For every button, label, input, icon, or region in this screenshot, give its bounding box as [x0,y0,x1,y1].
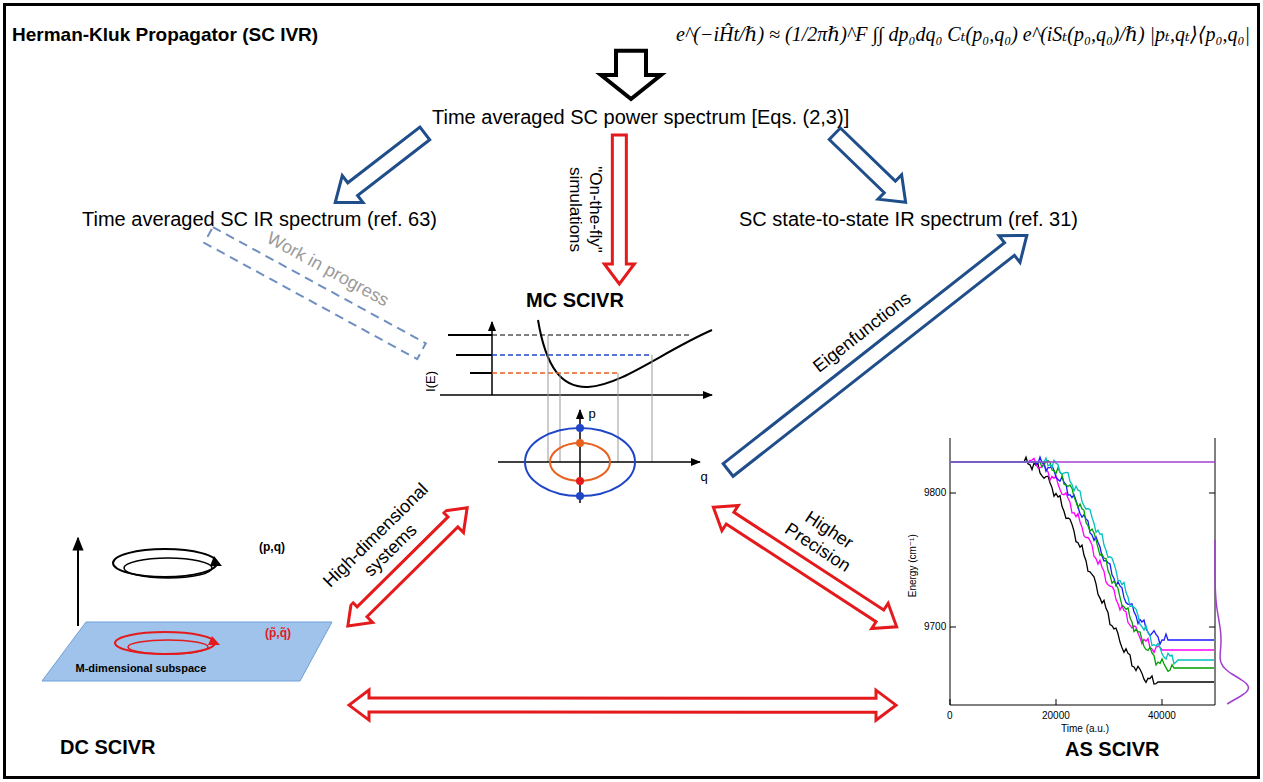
energy-distribution [1215,540,1248,704]
projected-trajectory [115,632,215,654]
hollow-arrow [713,506,896,629]
energy-curve [950,457,1214,684]
tick [1056,699,1057,705]
spectrum-peak [456,354,492,356]
method-panel: MC SCIVR [425,288,725,505]
axis-label: 9800 [924,487,946,499]
projection-line [548,335,549,462]
energy-level [492,372,618,374]
intensity-axis [440,394,712,396]
energy-level [492,354,652,356]
phase-orbit [525,428,635,496]
trajectory-arrow [210,556,222,566]
axis-label: 0 [947,710,953,722]
figure-label: I(E) [424,370,439,391]
node-heading: DC SCIVR [60,735,156,759]
hollow-arrow [348,508,467,626]
full-trajectory [124,558,212,578]
hollow-arrow [335,127,429,202]
edge-label: High-dimensional systems [308,468,458,617]
orbit-point [576,424,584,432]
energy-axis [491,322,493,395]
energy-curve [950,460,1214,671]
tick [1209,627,1215,628]
hollow-arrow [349,690,896,720]
axis-label: Energy (cm⁻¹) [906,534,918,597]
hollow-arrow [723,235,1027,476]
hollow-arrow [829,128,905,202]
projected-trajectory [128,640,208,654]
edge-label: Work in progress [263,228,392,311]
edge-label: "On-the-fly" simulations [566,157,605,262]
node-heading: Time averaged SC IR spectrum (ref. 63) [82,207,437,231]
orbit-point [576,477,584,485]
trajectory-arrow [208,636,220,645]
energy-curves [950,457,1248,704]
energy-curve [950,457,1214,644]
text-node: Herman-Kluk Propagator (SC IVR) e^(−iĤt/ℏ… [12,22,1250,47]
hollow-arrow [601,51,661,99]
initial-level [950,461,1215,463]
edge-label: Eigenfunctions [809,288,915,377]
phase-orbit [550,443,610,481]
node-heading: Time averaged SC power spectrum [Eqs. (2… [432,105,849,129]
tick [1209,493,1215,494]
energy-curve [950,458,1214,652]
dashed-arrow [204,227,426,359]
spectrum-peak [448,334,492,336]
orbit-point [576,492,584,500]
tick [1162,699,1163,705]
node-formula: e^(−iĤt/ℏ) ≈ (1/2πℏ)^F ∫∫ dp₀dq₀ Cₜ(p₀,q… [676,22,1250,46]
axis-label: 9700 [924,621,946,633]
position-axis [498,461,700,463]
axis-label: 40000 [1148,710,1176,722]
energy-curve [950,458,1214,664]
spectrum-peak [470,372,492,374]
tick [950,493,956,494]
plot-axis [950,438,951,705]
node-heading: MC SCIVR [526,288,624,312]
axis-label: 20000 [1042,710,1070,722]
as-plot [950,438,1215,705]
plot-axis [950,705,1215,706]
method-panel: DC SCIVR [35,530,345,765]
tick [950,627,956,628]
figure-label: M-dimensional subspace [76,662,207,675]
edge-label: Higher Precision [773,495,875,582]
energy-level [492,335,690,336]
text-node: Time averaged SC IR spectrum (ref. 63) [78,205,441,233]
projection-line [652,355,653,462]
orbit-point [576,439,584,447]
figure-label: q [701,470,708,485]
potential-curve [538,320,712,387]
subspace-plane [42,622,332,681]
hollow-arrow [604,135,634,284]
mc-illustration [440,320,712,503]
figure-label: p [589,407,596,422]
momentum-axis [579,410,581,503]
figure-label: (p̃,q̃) [265,627,291,641]
node-heading: Herman-Kluk Propagator (SC IVR) [12,24,318,47]
full-trajectory [113,549,217,577]
dc-illustration [42,538,332,681]
method-panel: AS SCIVR [900,425,1255,765]
axis-label: Time (a.u.) [1061,723,1109,735]
text-node: SC state-to-state IR spectrum (ref. 31) [735,205,1082,233]
tick [950,699,951,705]
text-node: Time averaged SC power spectrum [Eqs. (2… [428,103,853,131]
figure-label: (p,q) [259,541,285,555]
node-heading: AS SCIVR [1065,737,1159,761]
axis [77,538,79,626]
projection-line [618,373,619,462]
node-heading: SC state-to-state IR spectrum (ref. 31) [739,207,1078,231]
